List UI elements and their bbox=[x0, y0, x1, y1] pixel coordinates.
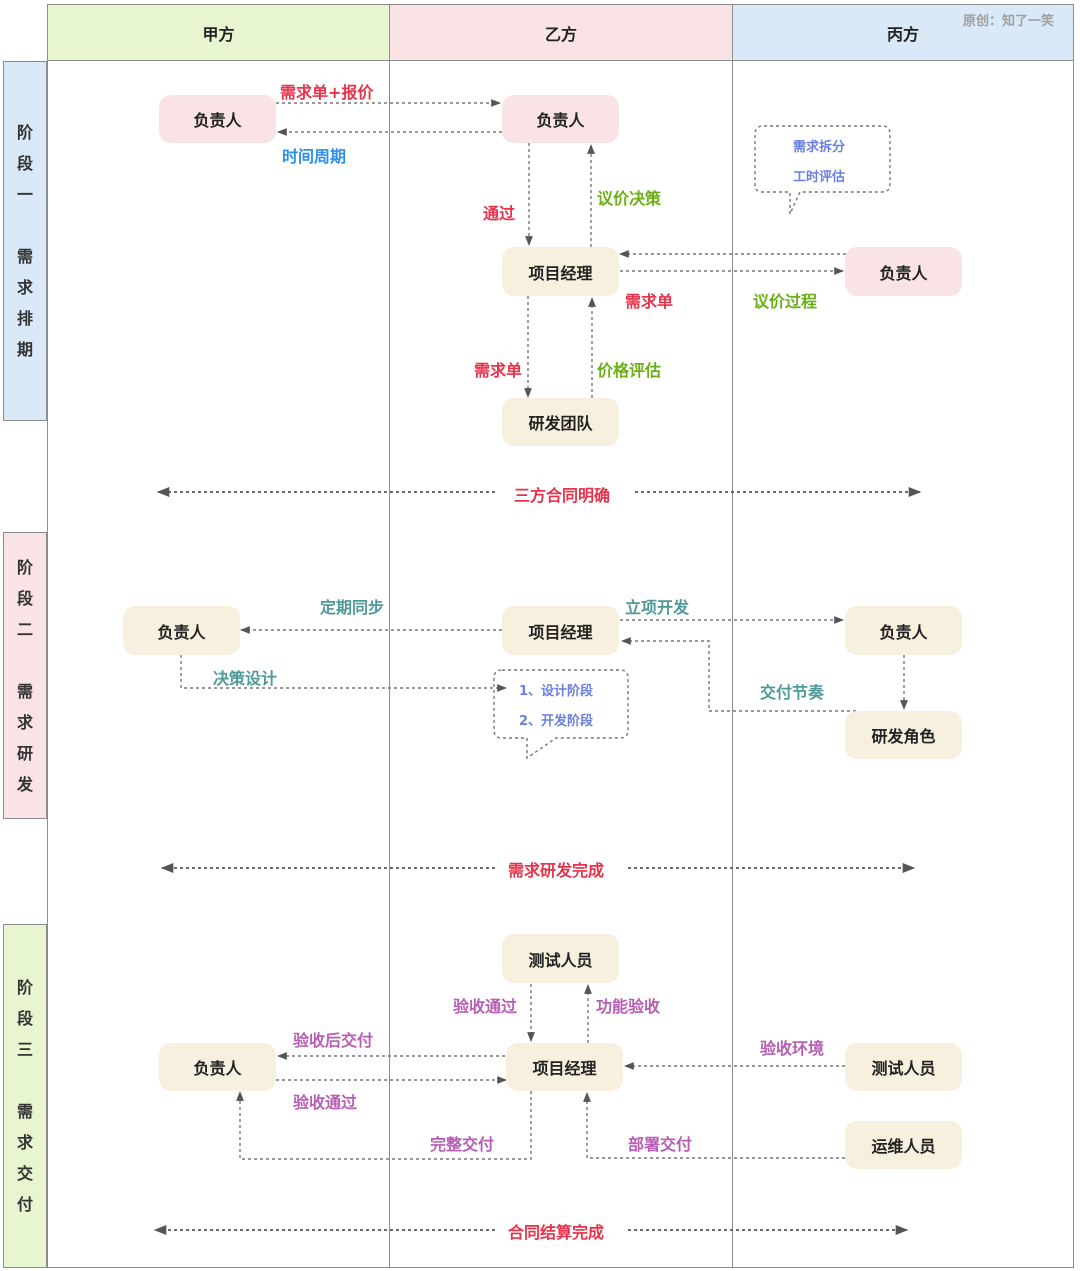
label-periodic-sync: 定期同步 bbox=[320, 598, 385, 617]
label-project-dev: 立项开发 bbox=[625, 598, 690, 617]
bubble-1-line-1: 需求拆分 bbox=[793, 140, 846, 155]
bubble-2-line-2: 2、开发阶段 bbox=[519, 714, 594, 729]
node-p1-dev-team[interactable]: 研发团队 bbox=[502, 398, 619, 446]
node-p3-tester-b[interactable]: 测试人员 bbox=[502, 934, 619, 983]
arrow-deploy-delivery bbox=[583, 1092, 845, 1159]
node-p3-tester-c[interactable]: 测试人员 bbox=[845, 1043, 962, 1091]
label-accept-env: 验收环境 bbox=[760, 1039, 825, 1058]
lane-label: 丙方 bbox=[886, 24, 919, 44]
label-accept-pass: 验收通过 bbox=[293, 1093, 358, 1112]
label-func-accept: 功能验收 bbox=[596, 997, 661, 1016]
phase-label-1: 阶 段 一 需 求 排 期 bbox=[3, 61, 47, 421]
label-req-quote: 需求单+报价 bbox=[280, 83, 374, 102]
label-pass: 通过 bbox=[483, 204, 516, 223]
label-deliver-after-accept: 验收后交付 bbox=[293, 1031, 374, 1050]
bubble-1-line-2: 工时评估 bbox=[793, 170, 846, 185]
phase-label-3: 阶 段 三 需 求 交 付 bbox=[3, 924, 47, 1268]
label-negotiation: 议价过程 bbox=[753, 292, 818, 311]
lane-body-party-c bbox=[732, 60, 1074, 1268]
bubble-2-line-1: 1、设计阶段 bbox=[519, 684, 594, 699]
label-price-decision: 议价决策 bbox=[597, 189, 662, 208]
lane-label: 乙方 bbox=[544, 24, 577, 44]
node-p3-ops[interactable]: 运维人员 bbox=[845, 1121, 962, 1169]
label-req-sheet-down: 需求单 bbox=[474, 361, 523, 380]
node-p1-party-c-owner[interactable]: 负责人 bbox=[845, 247, 962, 296]
lane-header-party-b: 乙方 bbox=[389, 4, 733, 61]
label-accept-pass-up: 验收通过 bbox=[453, 997, 518, 1016]
label-price-eval: 价格评估 bbox=[597, 361, 662, 380]
node-p2-project-manager[interactable]: 项目经理 bbox=[502, 606, 619, 655]
label-req-sheet-right: 需求单 bbox=[625, 292, 674, 311]
node-p1-party-a-owner[interactable]: 负责人 bbox=[159, 95, 276, 143]
milestone-1: 三方合同明确 bbox=[502, 482, 623, 506]
node-p1-project-manager[interactable]: 项目经理 bbox=[502, 247, 619, 296]
node-p3-project-manager[interactable]: 项目经理 bbox=[506, 1043, 623, 1091]
label-deploy-delivery: 部署交付 bbox=[628, 1135, 693, 1154]
lane-header-party-a: 甲方 bbox=[47, 4, 390, 61]
bubble-1-outline bbox=[754, 125, 891, 215]
node-p2-dev-role[interactable]: 研发角色 bbox=[845, 711, 962, 759]
milestone-2: 需求研发完成 bbox=[496, 857, 617, 881]
label-decision-design: 决策设计 bbox=[213, 669, 278, 688]
label-time-cycle: 时间周期 bbox=[282, 147, 347, 166]
node-p3-party-a-owner[interactable]: 负责人 bbox=[159, 1043, 276, 1091]
arrow-full-delivery bbox=[236, 1091, 532, 1160]
phase-label-2: 阶 段 二 需 求 研 发 bbox=[3, 532, 47, 819]
lane-header-party-c: 丙方 bbox=[732, 4, 1074, 61]
bubble-2-outline bbox=[493, 669, 629, 760]
node-p2-party-c-owner[interactable]: 负责人 bbox=[845, 606, 962, 655]
node-p1-party-b-owner[interactable]: 负责人 bbox=[502, 95, 619, 143]
arrow-decision-design bbox=[180, 655, 507, 692]
lane-label: 甲方 bbox=[202, 24, 235, 44]
watermark: 原创：知了一笑 bbox=[963, 14, 1055, 29]
label-delivery-rhythm: 交付节奏 bbox=[760, 683, 825, 702]
label-full-delivery: 完整交付 bbox=[430, 1135, 495, 1154]
arrow-delivery-rhythm bbox=[621, 637, 856, 712]
milestone-3: 合同结算完成 bbox=[496, 1219, 617, 1243]
node-p2-party-a-owner[interactable]: 负责人 bbox=[123, 606, 240, 655]
